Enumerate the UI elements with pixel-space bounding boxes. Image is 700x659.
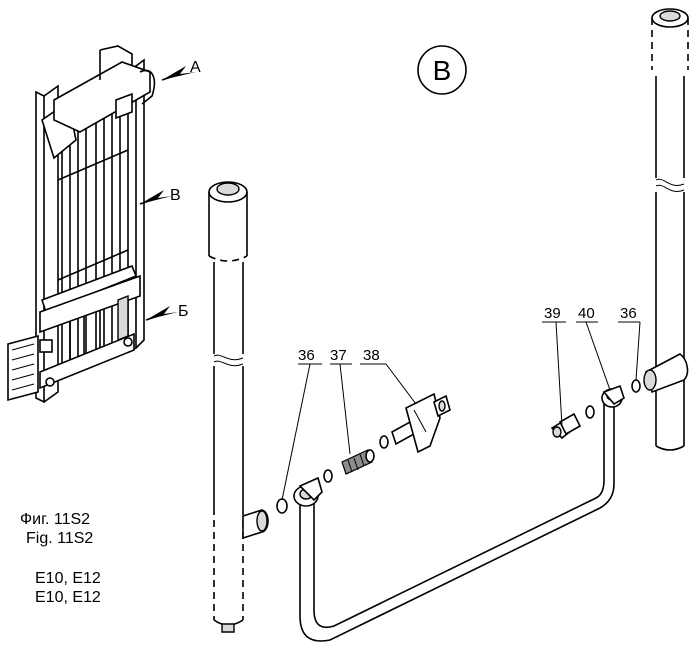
o-ring-icon: [379, 435, 389, 449]
model-list-en: E10, E12: [35, 589, 101, 606]
figure-caption-en: Fig. 11S2: [26, 530, 94, 547]
part-number-38: 38: [363, 347, 380, 364]
mast-assembly-icon: [7, 45, 156, 404]
view-arrow-a: A: [161, 59, 201, 81]
arrow-label-a: A: [190, 59, 201, 76]
o-ring-icon: [276, 498, 288, 514]
o-ring-icon: [585, 405, 595, 419]
part-number-40: 40: [578, 305, 595, 322]
callout-letter: B: [433, 55, 452, 86]
model-list-ru: E10, E12: [35, 570, 101, 587]
arrow-label-b: B: [170, 187, 181, 204]
cylinder-icon: [643, 8, 689, 451]
part-number-37: 37: [330, 347, 347, 364]
hose-icon: [293, 384, 625, 642]
fitting-icon: [391, 392, 451, 454]
view-callout: B: [417, 45, 467, 95]
cylinder-icon: [208, 181, 269, 633]
part-number-36-right: 36: [620, 305, 637, 322]
view-arrow-b: B: [139, 187, 181, 205]
arrow-label-v: Б: [178, 303, 189, 320]
leader-lines: [281, 321, 641, 501]
part-number-36-left: 36: [298, 347, 315, 364]
view-arrow-v: Б: [145, 303, 189, 321]
fitting-icon: [550, 412, 582, 440]
figure-caption-ru: Фиг. 11S2: [20, 511, 91, 528]
o-ring-icon: [323, 469, 333, 483]
o-ring-icon: [631, 379, 641, 393]
part-number-39: 39: [544, 305, 561, 322]
fitting-icon: [341, 449, 375, 475]
